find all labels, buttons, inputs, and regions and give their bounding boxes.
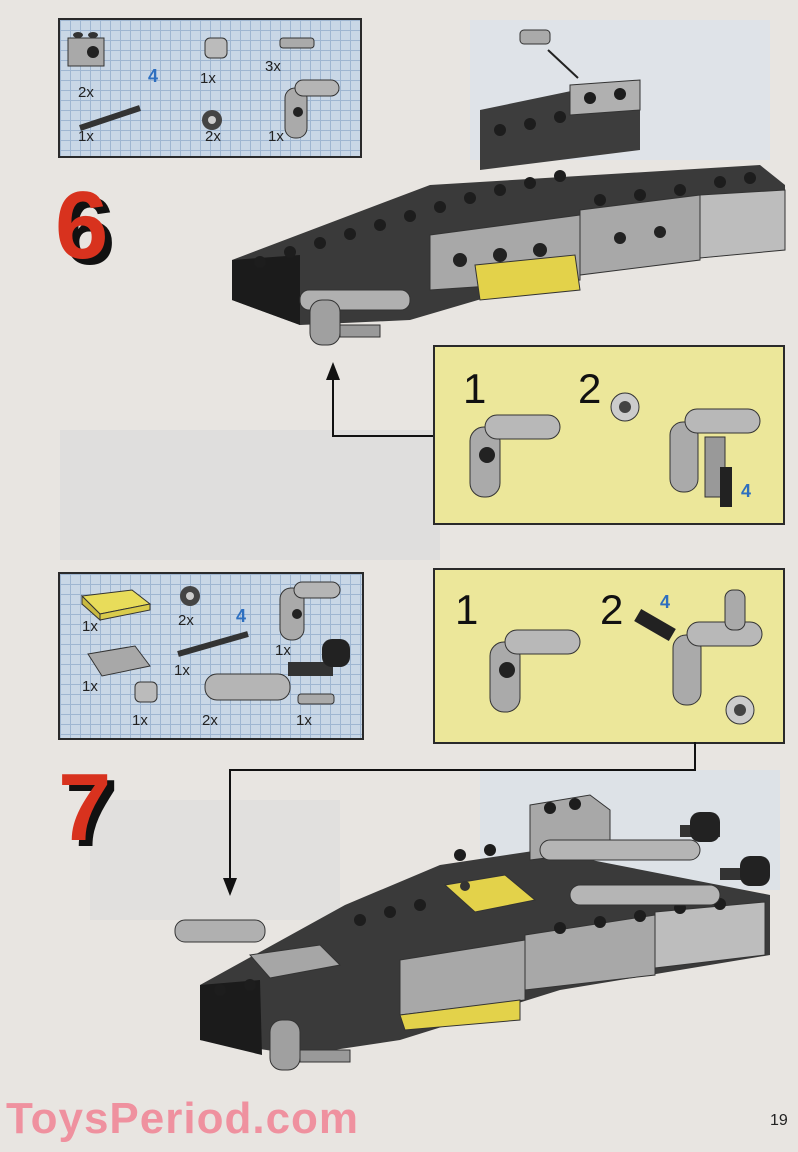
watermark: ToysPeriod.com [6, 1094, 360, 1143]
steering-arm-icon [469, 414, 561, 498]
qty-label: 1x [275, 642, 291, 659]
steering-assembly-icon [634, 589, 763, 725]
axle-pin-icon [279, 37, 315, 49]
sub-step-2: 2 [600, 586, 624, 633]
axle-icon [177, 631, 249, 657]
qty-label: 2x [78, 84, 94, 101]
axle-length-label: 4 [660, 592, 671, 612]
qty-label: 1x [78, 128, 94, 145]
shock-absorber-icon [204, 639, 350, 701]
step7-sub-assembly-callout: 1 2 4 [433, 568, 785, 744]
qty-label: 2x [178, 612, 194, 629]
qty-label: 1x [82, 678, 98, 695]
qty-label: 2x [205, 128, 221, 145]
qty-label: 1x [82, 618, 98, 635]
qty-label: 2x [202, 712, 218, 729]
sub-step-1: 1 [463, 365, 487, 412]
bush-icon [134, 681, 158, 703]
step6-parts-box: 2x 1x 3x 4 1x 2x 1x [58, 18, 362, 158]
steering-assembly-icon [610, 392, 761, 507]
qty-label: 1x [296, 712, 312, 729]
qty-label: 1x [174, 662, 190, 679]
step-number-7: 7 [58, 754, 112, 861]
yellow-plate-icon [80, 589, 152, 622]
steering-arm-icon [489, 629, 581, 713]
technic-brick-icon [67, 32, 105, 67]
sub-step-1: 1 [455, 586, 479, 633]
axle-pin-icon [297, 693, 335, 705]
qty-label: 1x [132, 712, 148, 729]
gear-icon [180, 586, 200, 606]
arrow-up-icon [326, 362, 340, 380]
tile-icon [87, 645, 151, 677]
steering-arm-icon [279, 581, 341, 641]
axle-icon [79, 105, 141, 131]
axle-length-label: 4 [148, 66, 159, 86]
gear-icon [202, 110, 222, 130]
axle-length-label: 4 [236, 606, 247, 626]
step-number-6: 6 [55, 172, 109, 279]
qty-label: 1x [200, 70, 216, 87]
qty-label: 1x [268, 128, 284, 145]
page-number: 19 [770, 1112, 788, 1129]
step6-sub-assembly-callout: 1 2 4 [433, 345, 785, 525]
qty-label: 3x [265, 58, 281, 75]
sub-step-2: 2 [578, 365, 602, 412]
steering-arm-icon [284, 79, 340, 139]
step7-parts-box: 1x 2x 1x 4 1x 1x 1x 2x 1x [58, 572, 364, 740]
arrow-down-icon [223, 878, 237, 896]
bush-icon [204, 37, 228, 59]
axle-length-label: 4 [741, 481, 752, 501]
